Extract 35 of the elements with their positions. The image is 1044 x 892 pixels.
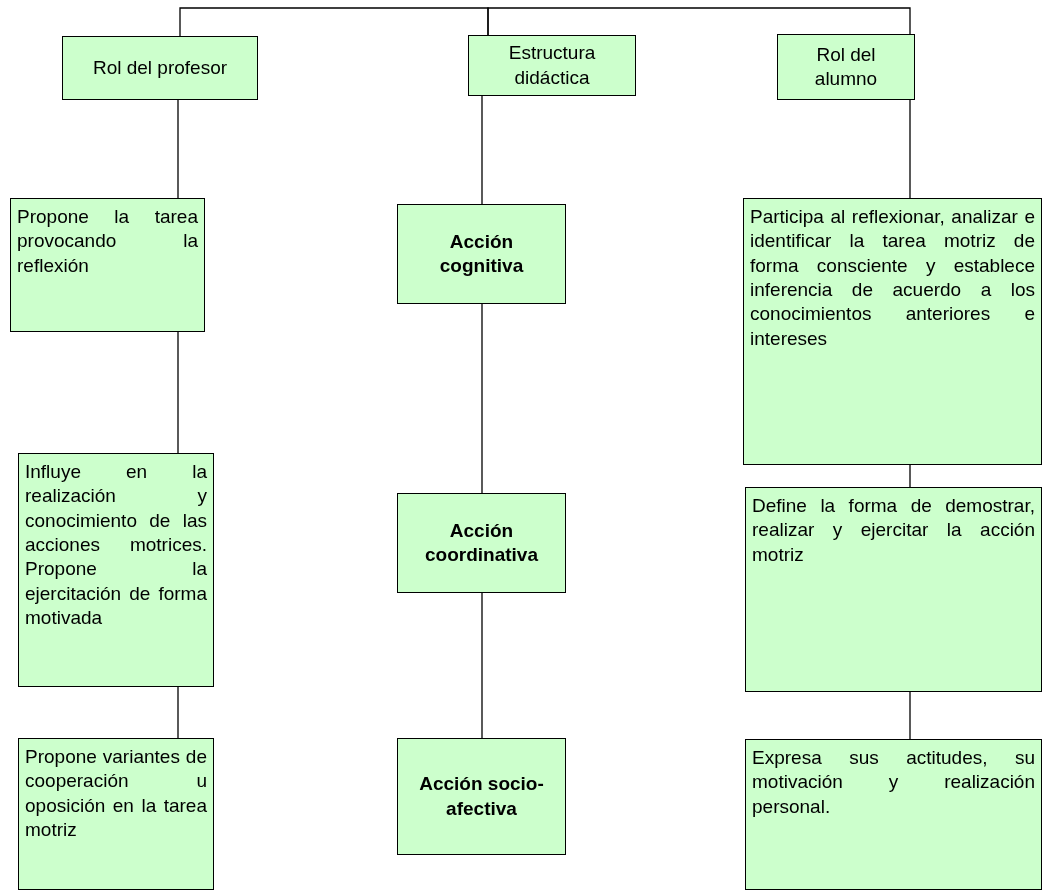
connector-line xyxy=(481,95,483,205)
connector-line xyxy=(481,303,483,494)
connector-line xyxy=(909,464,911,488)
action-box xyxy=(397,493,566,593)
text-box xyxy=(777,34,915,100)
action-box xyxy=(397,204,566,304)
connector-line xyxy=(909,99,911,199)
text-box xyxy=(10,198,205,332)
text-box xyxy=(468,35,636,96)
connector-line xyxy=(487,7,911,36)
text-box xyxy=(18,738,214,890)
text-box xyxy=(745,739,1042,890)
connector-line xyxy=(179,7,489,37)
box-text: Acción coordinativa xyxy=(424,518,539,567)
connector-line xyxy=(177,686,179,739)
box-text: Acción cognitiva xyxy=(438,229,525,278)
box-text: Acción socio-afectiva xyxy=(418,772,545,821)
box-text: Rol del alumno xyxy=(813,42,879,91)
box-text: Rol del profesor xyxy=(92,55,228,80)
box-text: Estructura didáctica xyxy=(507,41,597,90)
box-text: Propone variantes de cooperación u oposición en la tarea motriz xyxy=(25,745,207,842)
connector-line xyxy=(909,691,911,740)
box-text: Define la forma de demostrar, realizar y ejercitar la acción motriz xyxy=(752,494,1035,567)
box-text: Participa al reflexionar, analizar e identificar la tarea motriz de forma consciente y establece inferencia de acuerdo a los conocimientos anteriores e intereses xyxy=(750,205,1035,351)
action-box xyxy=(397,738,566,855)
text-box xyxy=(62,36,258,100)
box-text: Expresa sus actitudes, su motivación y realización personal. xyxy=(752,746,1035,819)
text-box xyxy=(745,487,1042,692)
connector-line xyxy=(177,99,179,199)
box-text: Propone la tarea provocando la reflexión xyxy=(17,205,198,278)
text-box xyxy=(18,453,214,687)
box-text: Influye en la realización y conocimiento de las acciones motrices. Propone la ejercitación de forma motivada xyxy=(25,460,207,630)
text-box xyxy=(743,198,1042,465)
connector-line xyxy=(481,592,483,739)
connector-line xyxy=(177,331,179,454)
